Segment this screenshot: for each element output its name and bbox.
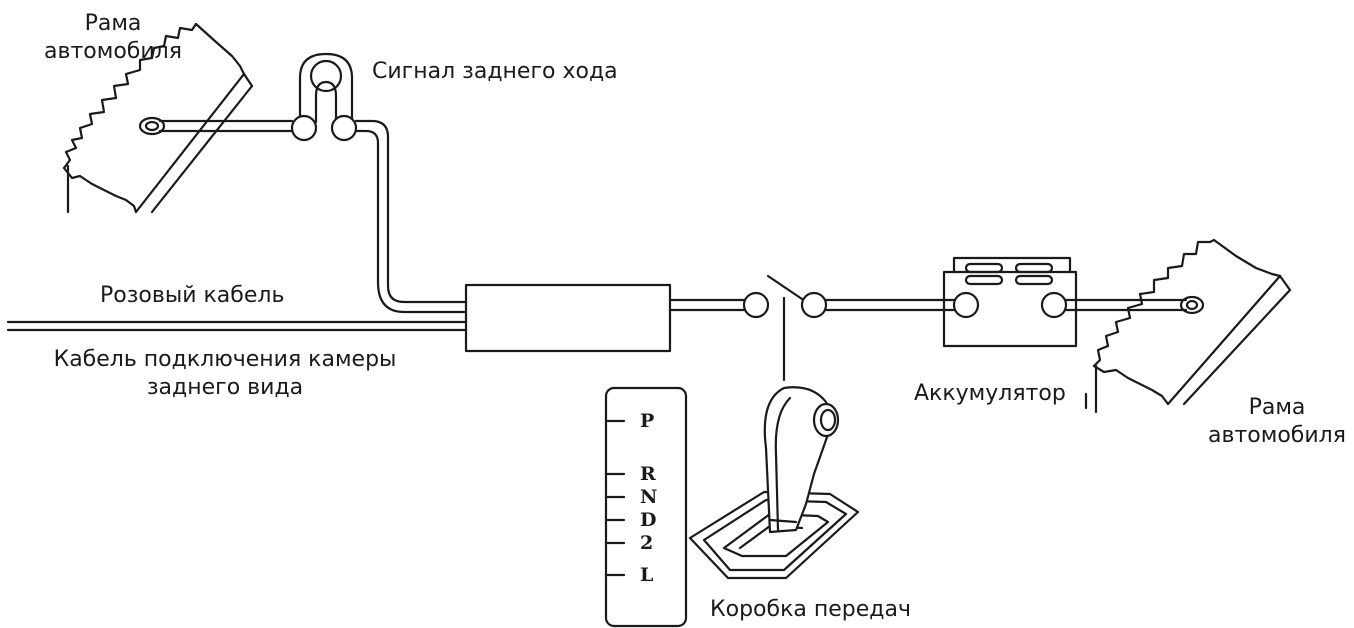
- reverse-signal-lamp: [290, 52, 358, 142]
- gear-position-p: P: [640, 410, 655, 432]
- gear-position-n: N: [640, 486, 658, 508]
- gearbox-label: Коробка передач: [710, 597, 911, 622]
- switch-terminal-left: [742, 291, 770, 319]
- box-to-switch-wire: [668, 298, 746, 312]
- frame-left-label: Рама автомобиля: [38, 10, 188, 66]
- gear-position-panel: [604, 386, 688, 628]
- ground-wire-left: [158, 119, 294, 133]
- ground-wire-right: [1064, 298, 1188, 312]
- camera-cable-label-line2: заднего вида: [146, 375, 304, 400]
- switch-terminal-right: [800, 291, 828, 319]
- junction-box: [464, 283, 672, 353]
- switch-lever: [766, 274, 804, 301]
- gear-position-2: 2: [640, 532, 654, 554]
- pink-cable-label: Розовый кабель: [100, 283, 285, 308]
- gear-shifter-lever: [763, 386, 840, 534]
- switch-to-battery-wire: [824, 298, 958, 312]
- frame-right-label-line1: Рама: [1248, 395, 1306, 420]
- gear-position-r: R: [640, 463, 656, 485]
- battery-label: Аккумулятор: [914, 381, 1066, 406]
- frame-right-label-line2: автомобиля: [1208, 423, 1346, 448]
- reverse-signal-label: Сигнал заднего хода: [372, 59, 618, 84]
- battery-body: [942, 256, 1078, 348]
- camera-cable: [6, 320, 468, 332]
- gear-position-l: L: [640, 564, 654, 586]
- frame-right-label: Рама автомобиля: [1202, 394, 1352, 450]
- gear-tick-marks: [604, 419, 626, 577]
- signal-wire-outer: [354, 119, 468, 304]
- frame-right-rail: [1092, 238, 1292, 414]
- camera-cable-label: Кабель подключения камеры заднего вида: [20, 346, 430, 402]
- signal-wire-inner: [354, 129, 468, 314]
- gear-position-d: D: [640, 509, 657, 531]
- frame-left-label-line2: автомобиля: [44, 39, 182, 64]
- frame-left-label-line1: Рама: [84, 11, 142, 36]
- frame-left-rail: [62, 22, 254, 214]
- camera-cable-label-line1: Кабель подключения камеры: [53, 347, 397, 372]
